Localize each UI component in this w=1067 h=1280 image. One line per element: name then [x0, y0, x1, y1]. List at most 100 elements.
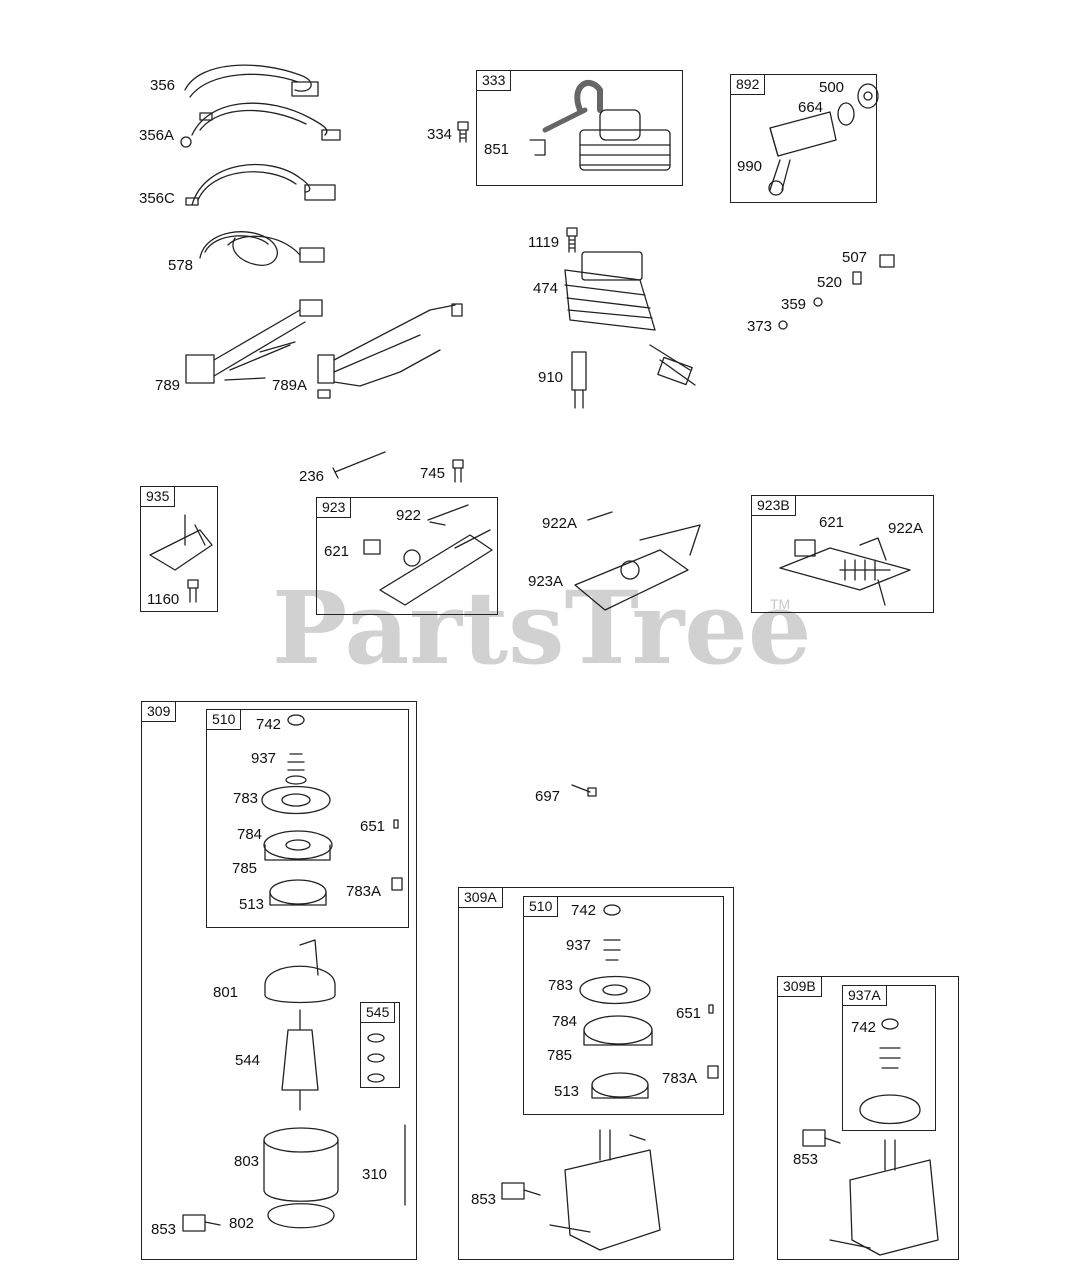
- small-parts-507-373-drawing: [778, 254, 895, 330]
- callout-742-309b[interactable]: 742: [851, 1019, 877, 1036]
- screw-745-drawing: [452, 459, 464, 483]
- wire-harness-578-drawing: [199, 231, 325, 266]
- screw-697-drawing: [571, 784, 597, 797]
- wire-harness-356c-drawing: [185, 163, 336, 206]
- callout-853-309[interactable]: 853: [151, 1221, 177, 1238]
- callout-802[interactable]: 802: [229, 1215, 255, 1232]
- group-box-333: 333: [476, 70, 683, 186]
- callout-783a-309[interactable]: 783A: [346, 883, 382, 900]
- group-tag-937a[interactable]: 937A: [842, 985, 887, 1007]
- starter-309a-motor-drawing: [501, 1129, 661, 1251]
- group-tag-309a[interactable]: 309A: [458, 887, 503, 909]
- group-tag-309[interactable]: 309: [141, 701, 177, 723]
- governor-923-drawing: [363, 504, 493, 606]
- group-tag-309b[interactable]: 309B: [777, 976, 822, 998]
- callout-236[interactable]: 236: [299, 468, 325, 485]
- group-tag-510-left[interactable]: 510: [206, 709, 242, 731]
- group-box-937a: 937A: [842, 985, 936, 1131]
- group-tag-923b[interactable]: 923B: [751, 495, 796, 517]
- callout-922a-middle[interactable]: 922A: [542, 515, 578, 532]
- callout-334[interactable]: 334: [427, 126, 453, 143]
- callout-783-309a[interactable]: 783: [548, 977, 574, 994]
- callout-851[interactable]: 851: [484, 141, 510, 158]
- callout-500[interactable]: 500: [819, 79, 845, 96]
- starter-309-housing-drawing: [182, 939, 406, 1232]
- callout-745[interactable]: 745: [420, 465, 446, 482]
- group-box-935: 935: [140, 486, 218, 612]
- callout-910[interactable]: 910: [538, 369, 564, 386]
- callout-310[interactable]: 310: [362, 1166, 388, 1183]
- group-box-923b: 923B: [751, 495, 934, 613]
- starter-309a-internals-drawing: [579, 904, 719, 1099]
- callout-651-309a[interactable]: 651: [676, 1005, 702, 1022]
- group-tag-510-right[interactable]: 510: [523, 896, 559, 918]
- group-box-309a: 309A: [458, 887, 734, 1260]
- screw-1119-drawing: [566, 227, 578, 253]
- callout-651-309[interactable]: 651: [360, 818, 386, 835]
- callout-922[interactable]: 922: [396, 507, 422, 524]
- callout-937-309a[interactable]: 937: [566, 937, 592, 954]
- callout-513-309a[interactable]: 513: [554, 1083, 580, 1100]
- group-tag-333[interactable]: 333: [476, 70, 512, 92]
- callout-923a[interactable]: 923A: [528, 573, 564, 590]
- callout-1160[interactable]: 1160: [147, 591, 180, 608]
- callout-742-309[interactable]: 742: [256, 716, 282, 733]
- callout-803[interactable]: 803: [234, 1153, 260, 1170]
- group-tag-935[interactable]: 935: [140, 486, 176, 508]
- ignition-coil-333-drawing: [529, 79, 671, 171]
- callout-853-309b[interactable]: 853: [793, 1151, 819, 1168]
- callout-853-309a[interactable]: 853: [471, 1191, 497, 1208]
- callout-783-309[interactable]: 783: [233, 790, 259, 807]
- callout-937-309[interactable]: 937: [251, 750, 277, 767]
- callout-784-309a[interactable]: 784: [552, 1013, 578, 1030]
- bracket-935-drawing: [149, 514, 213, 603]
- callout-373[interactable]: 373: [747, 318, 773, 335]
- wire-harness-789a-drawing: [317, 303, 463, 399]
- group-box-923: 923: [316, 497, 498, 615]
- callout-789[interactable]: 789: [155, 377, 181, 394]
- callout-784-309[interactable]: 784: [237, 826, 263, 843]
- callout-621[interactable]: 621: [324, 543, 350, 560]
- governor-923a-drawing: [574, 511, 701, 611]
- callout-801[interactable]: 801: [213, 984, 239, 1001]
- key-switch-892-drawing: [768, 83, 879, 196]
- group-tag-923[interactable]: 923: [316, 497, 352, 519]
- callout-359[interactable]: 359: [781, 296, 807, 313]
- callout-356c[interactable]: 356C: [139, 190, 175, 207]
- callout-356[interactable]: 356: [150, 77, 176, 94]
- callout-783a-309a[interactable]: 783A: [662, 1070, 698, 1087]
- bolt-334-drawing: [457, 121, 469, 143]
- callout-789a[interactable]: 789A: [272, 377, 308, 394]
- group-box-309b: 309B: [777, 976, 959, 1260]
- callout-664[interactable]: 664: [798, 99, 824, 116]
- callout-520[interactable]: 520: [817, 274, 843, 291]
- callout-742-309a[interactable]: 742: [571, 902, 597, 919]
- callout-697[interactable]: 697: [535, 788, 561, 805]
- group-box-309: 309: [141, 701, 417, 1260]
- group-tag-545[interactable]: 545: [360, 1002, 396, 1024]
- group-tag-892[interactable]: 892: [730, 74, 766, 96]
- callout-356a[interactable]: 356A: [139, 127, 175, 144]
- starter-309b-drawing: [802, 1018, 939, 1256]
- wire-harness-789-drawing: [185, 299, 323, 384]
- group-box-545: 545: [360, 1002, 400, 1088]
- callout-922a-right[interactable]: 922A: [888, 520, 924, 537]
- armature-474-drawing: [564, 251, 696, 386]
- callout-785-309a[interactable]: 785: [547, 1047, 573, 1064]
- spacer-910-drawing: [571, 351, 587, 409]
- callout-785-309[interactable]: 785: [232, 860, 258, 877]
- callout-578[interactable]: 578: [168, 257, 194, 274]
- callout-544[interactable]: 544: [235, 1052, 261, 1069]
- callout-990[interactable]: 990: [737, 158, 763, 175]
- callout-621-right[interactable]: 621: [819, 514, 845, 531]
- trademark-mark: TM: [770, 596, 791, 612]
- link-236-drawing: [332, 451, 386, 479]
- parts-tree-watermark: PartsTree: [272, 569, 812, 687]
- callout-1119[interactable]: 1119: [528, 234, 560, 251]
- callout-474[interactable]: 474: [533, 280, 559, 297]
- wire-harness-356-drawing: [184, 64, 319, 98]
- governor-923b-drawing: [779, 537, 911, 606]
- callout-513-309[interactable]: 513: [239, 896, 265, 913]
- callout-507[interactable]: 507: [842, 249, 868, 266]
